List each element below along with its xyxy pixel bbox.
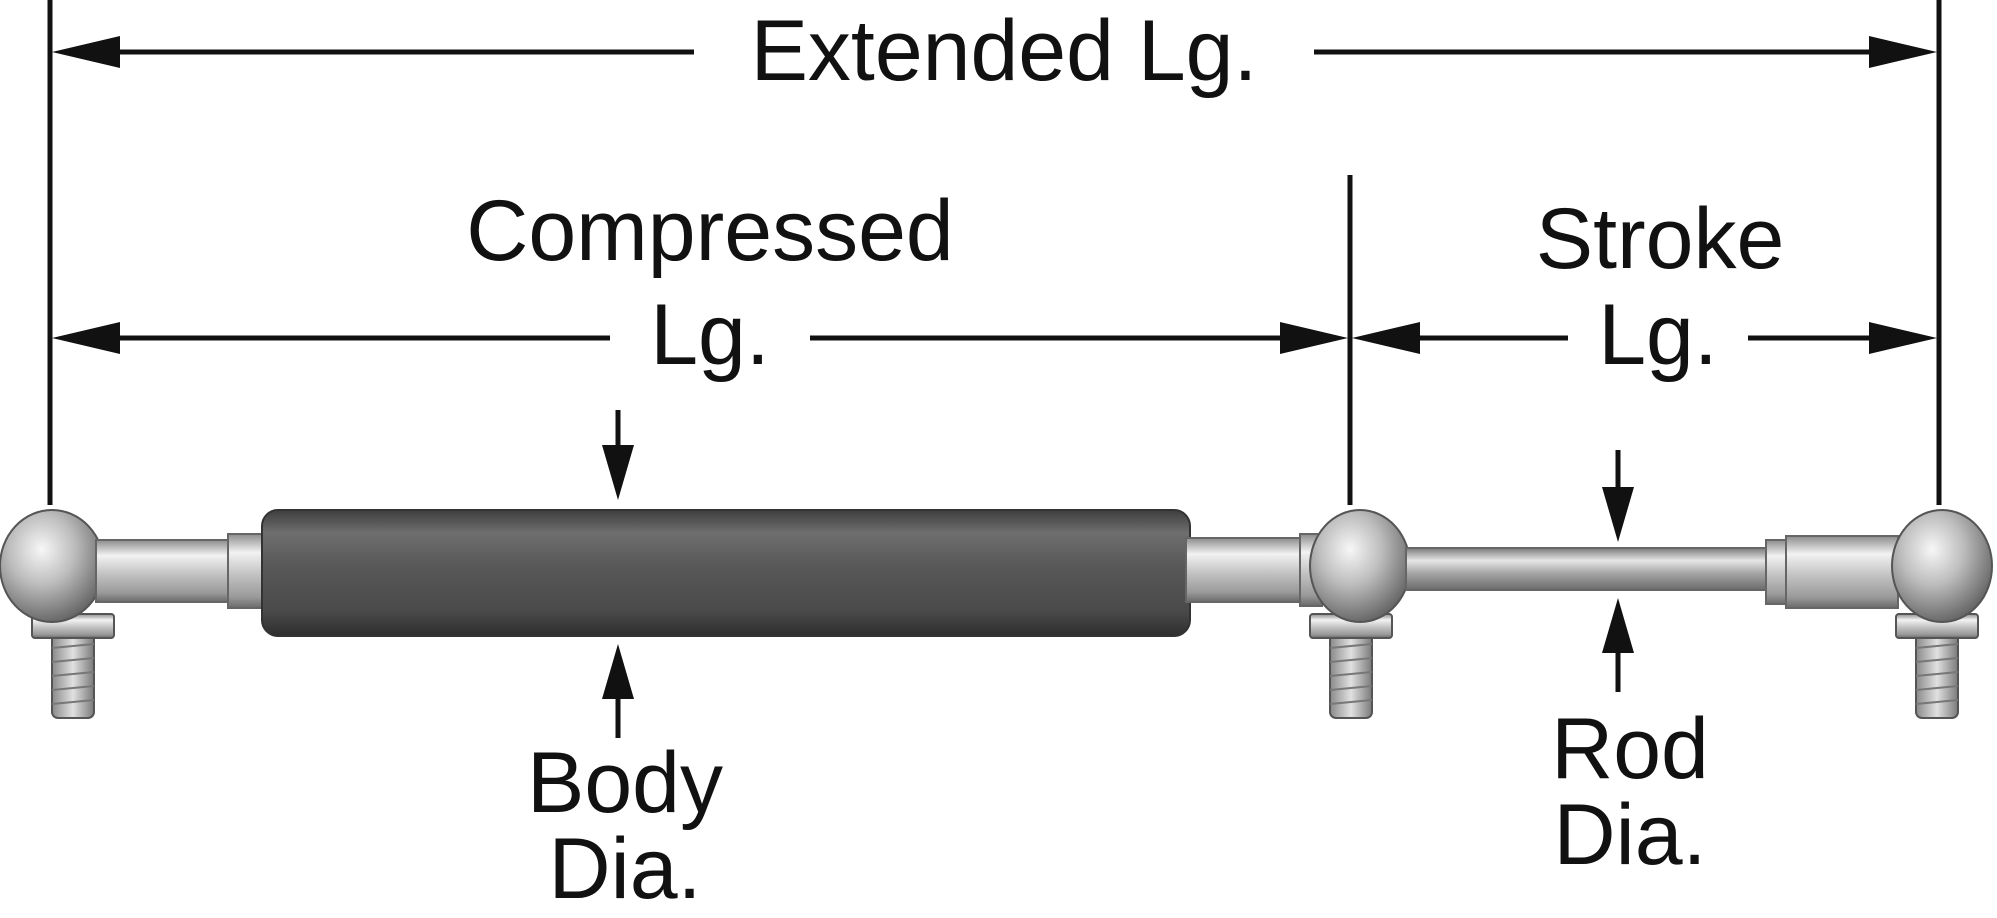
extension-lines [47,0,1942,505]
rod-diameter-pointers [1602,450,1634,692]
stroke-length-label-line1: Stroke [1535,191,1785,287]
arrowhead-down-icon [602,445,634,500]
arrowhead-right-icon [1869,36,1937,68]
right-end-fitting [1765,509,1993,719]
ball-joint-end-fitting [1891,509,1993,623]
arrowhead-down-icon [1602,487,1634,542]
gas-spring [0,509,1993,719]
gas-spring-body [261,509,1191,637]
arrowhead-right-icon [1869,322,1937,354]
arrowhead-left-icon [1352,322,1420,354]
gas-spring-rod [1405,547,1779,591]
middle-end-fitting [1185,509,1411,719]
rod-diameter-label-line2: Dia. [1553,787,1707,883]
body-diameter-label-line1: Body [526,735,724,831]
extended-length-label: Extended Lg. [694,8,1314,94]
arrowhead-up-icon [602,644,634,699]
rod-diameter-label-line1: Rod [1551,701,1709,797]
arrowhead-left-icon [52,322,120,354]
ball-joint-end-fitting [1309,509,1411,623]
stroke-length-label-line2: Lg. [1568,292,1748,378]
arrowhead-left-icon [52,36,120,68]
ball-joint-end-fitting [0,509,105,623]
body-diameter-pointers [602,410,634,738]
arrowhead-up-icon [1602,598,1634,653]
body-diameter-label-line2: Dia. [548,821,702,917]
compressed-length-label-line1: Compressed [466,183,954,279]
arrowhead-right-icon [1280,322,1348,354]
left-end-fitting [0,509,269,719]
compressed-length-label-line2: Lg. [610,292,810,378]
